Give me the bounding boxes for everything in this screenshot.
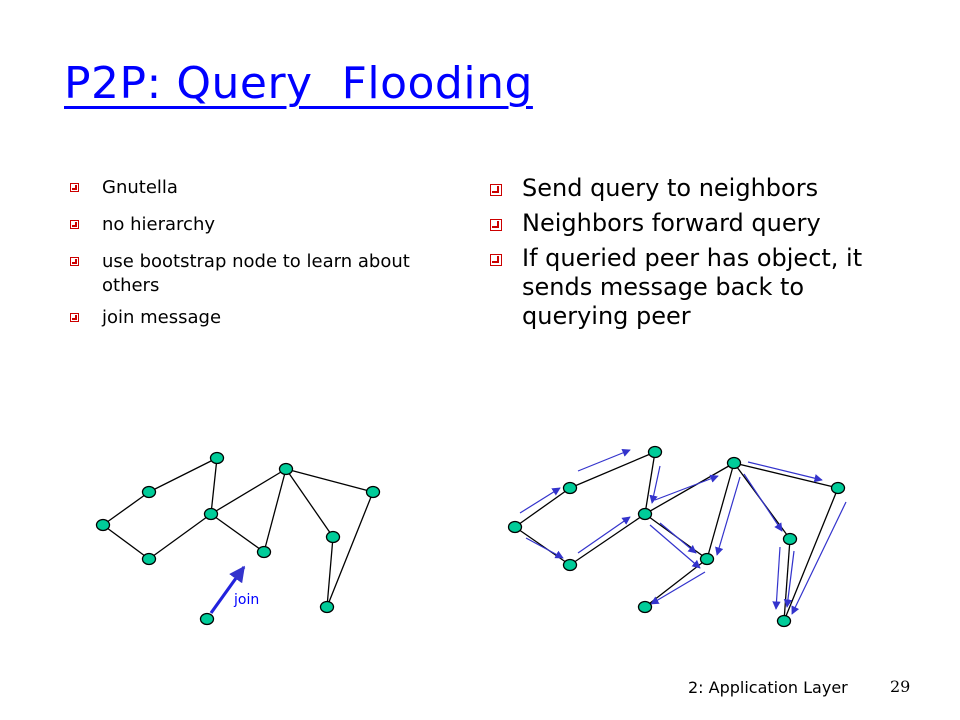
list-item: Send query to neighbors <box>490 174 910 203</box>
checkbox-bullet-icon <box>70 257 79 266</box>
join-arrow <box>209 565 246 614</box>
list-item: If queried peer has object, it sends mes… <box>490 244 910 331</box>
peer-node <box>95 518 111 532</box>
peer-node <box>562 481 578 495</box>
peer-node <box>507 520 523 534</box>
peer-node <box>637 600 653 614</box>
checkbox-bullet-icon <box>490 254 502 266</box>
list-item: no hierarchy <box>70 213 410 237</box>
peer-node <box>647 445 663 459</box>
peer-node <box>141 485 157 499</box>
right-bullet-list: Send query to neighbors Neighbors forwar… <box>490 174 910 337</box>
list-item: use bootstrap node to learn about others <box>70 250 410 298</box>
peer-node <box>325 530 341 544</box>
query-flood-arrows <box>519 448 847 615</box>
peer-node <box>203 507 219 521</box>
peer-node <box>319 600 335 614</box>
list-item: Gnutella <box>70 176 410 200</box>
left-network-edges <box>102 457 374 608</box>
checkbox-bullet-icon <box>490 219 502 231</box>
checkbox-bullet-icon <box>490 184 502 196</box>
list-item: Neighbors forward query <box>490 209 910 238</box>
peer-node <box>209 451 225 465</box>
peer-node <box>726 456 742 470</box>
left-network-nodes <box>95 451 381 626</box>
join-label: join <box>234 592 260 608</box>
peer-node <box>278 462 294 476</box>
page-number: 29 <box>890 677 911 696</box>
checkbox-bullet-icon <box>70 183 79 192</box>
peer-node <box>830 481 846 495</box>
peer-node <box>699 552 715 566</box>
checkbox-bullet-icon <box>70 220 79 229</box>
joining-peer-node <box>199 612 215 626</box>
peer-node <box>256 545 272 559</box>
peer-node <box>365 485 381 499</box>
left-bullet-list: Gnutella no hierarchy use bootstrap node… <box>70 176 410 343</box>
right-network-nodes <box>507 445 846 628</box>
checkbox-bullet-icon <box>70 313 79 322</box>
list-item: join message <box>70 306 410 330</box>
peer-node <box>637 507 653 521</box>
peer-node <box>141 552 157 566</box>
peer-node <box>562 558 578 572</box>
peer-node <box>782 532 798 546</box>
peer-node <box>776 614 792 628</box>
footer-chapter-label: 2: Application Layer <box>688 678 848 697</box>
slide-title: P2P: Query Flooding <box>64 58 533 109</box>
